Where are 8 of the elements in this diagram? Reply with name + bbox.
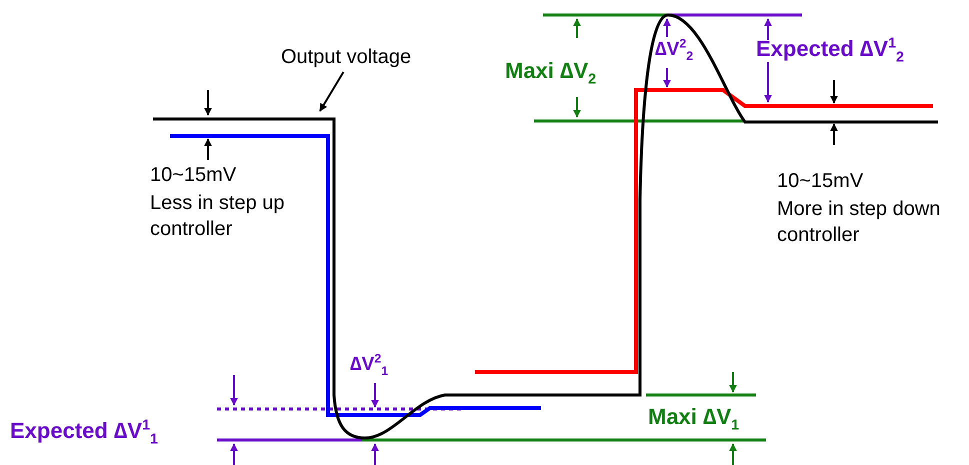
dimension-label: Maxi ∆V$_{1}$ [648,404,740,430]
measurement-text: 10~15mV [777,170,864,193]
dimension-label: Maxi ∆V$_{2}$ [505,58,596,84]
leader-line [319,71,344,112]
measurement-text: 10~15mV [150,164,236,187]
callout-text: Output voltage [281,46,412,69]
note-text: Less in step up controller [150,191,286,242]
note-text: More in step down controller [777,197,942,248]
